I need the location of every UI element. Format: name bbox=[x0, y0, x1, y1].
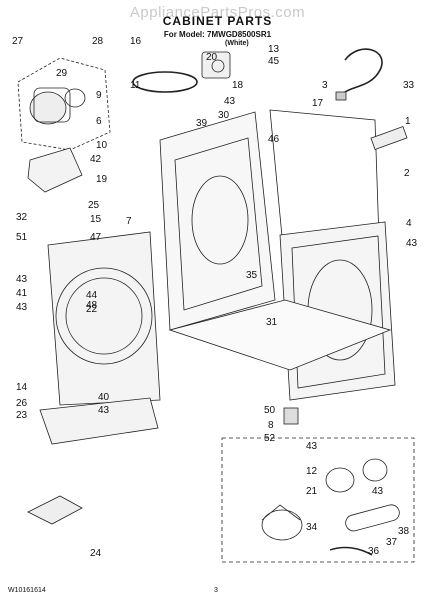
blower-wheel bbox=[64, 88, 86, 108]
vent-elbow bbox=[261, 509, 303, 541]
callout-27: 27 bbox=[12, 36, 24, 47]
power-cord bbox=[339, 48, 383, 99]
vent-clamp bbox=[329, 546, 373, 556]
toe-panel bbox=[39, 397, 159, 445]
callout-35: 35 bbox=[246, 270, 258, 281]
watermark: AppliancePartsPros.com bbox=[129, 4, 306, 21]
access-plate bbox=[27, 495, 83, 525]
callout-17: 17 bbox=[312, 98, 324, 109]
callout-16: 16 bbox=[130, 36, 142, 47]
callout-36: 36 bbox=[368, 546, 380, 557]
callout-29: 29 bbox=[56, 68, 68, 79]
front-panel bbox=[47, 231, 161, 406]
callout-31: 31 bbox=[266, 317, 278, 328]
cabinet-base bbox=[168, 299, 392, 371]
cabinet-side-panel bbox=[159, 111, 276, 331]
callout-43: 43 bbox=[306, 441, 318, 452]
document-number: W10161614 bbox=[8, 587, 46, 594]
callout-2: 2 bbox=[404, 168, 410, 179]
callout-7: 7 bbox=[126, 216, 132, 227]
vent-kit-outline bbox=[221, 437, 415, 563]
callout-4: 4 bbox=[406, 218, 412, 229]
callout-19: 19 bbox=[96, 174, 108, 185]
model-line: For Model: 7MWGD8500SR1 bbox=[163, 30, 272, 39]
callout-11: 11 bbox=[130, 80, 141, 91]
callout-18: 18 bbox=[232, 80, 244, 91]
callout-15: 15 bbox=[90, 214, 102, 225]
callout-24: 24 bbox=[90, 548, 102, 559]
callout-47: 47 bbox=[90, 232, 102, 243]
callout-3: 3 bbox=[322, 80, 328, 91]
callout-50: 50 bbox=[264, 405, 276, 416]
idler-pulley bbox=[201, 51, 231, 79]
callout-9: 9 bbox=[96, 90, 102, 101]
callout-45: 45 bbox=[268, 56, 280, 67]
callout-48: 48 bbox=[86, 300, 98, 311]
motor-mount bbox=[27, 147, 83, 193]
callout-6: 6 bbox=[96, 116, 102, 127]
leveling-leg bbox=[283, 407, 299, 425]
callout-23: 23 bbox=[16, 410, 28, 421]
callout-20: 20 bbox=[206, 52, 218, 63]
callout-25: 25 bbox=[88, 200, 100, 211]
callout-22: 22 bbox=[86, 304, 98, 315]
callout-14: 14 bbox=[16, 382, 28, 393]
callout-43: 43 bbox=[224, 96, 236, 107]
callout-26: 26 bbox=[16, 398, 28, 409]
callout-34: 34 bbox=[306, 522, 318, 533]
callout-30: 30 bbox=[218, 110, 230, 121]
callout-37: 37 bbox=[386, 537, 398, 548]
page-title: CABINET PARTS bbox=[162, 14, 273, 28]
drive-belt bbox=[132, 71, 198, 93]
callout-33: 33 bbox=[403, 80, 415, 91]
callout-43: 43 bbox=[372, 486, 384, 497]
drive-motor bbox=[29, 91, 67, 125]
callout-41: 41 bbox=[16, 288, 28, 299]
callout-43: 43 bbox=[16, 274, 28, 285]
callout-43: 43 bbox=[406, 238, 418, 249]
callout-43: 43 bbox=[98, 405, 110, 416]
callout-1: 1 bbox=[405, 116, 411, 127]
variant-label: (White) bbox=[225, 40, 249, 47]
callout-44: 44 bbox=[86, 290, 98, 301]
callout-10: 10 bbox=[96, 140, 108, 151]
callout-32: 32 bbox=[16, 212, 28, 223]
cabinet-bracket bbox=[370, 126, 408, 150]
callout-52: 52 bbox=[264, 433, 276, 444]
vent-hood bbox=[325, 467, 355, 493]
motor-group-outline bbox=[17, 57, 111, 151]
vent-tube bbox=[345, 504, 400, 532]
callout-51: 51 bbox=[16, 232, 28, 243]
callout-40: 40 bbox=[98, 392, 110, 403]
callout-42: 42 bbox=[90, 154, 102, 165]
callout-8: 8 bbox=[268, 420, 274, 431]
callout-38: 38 bbox=[398, 526, 410, 537]
callout-43: 43 bbox=[16, 302, 28, 313]
callout-12: 12 bbox=[306, 466, 318, 477]
callout-39: 39 bbox=[196, 118, 208, 129]
callout-28: 28 bbox=[92, 36, 104, 47]
callout-46: 46 bbox=[268, 134, 280, 145]
callout-21: 21 bbox=[306, 486, 318, 497]
page-number: 3 bbox=[214, 587, 218, 594]
motor-body bbox=[33, 87, 71, 123]
callout-13: 13 bbox=[268, 44, 280, 55]
